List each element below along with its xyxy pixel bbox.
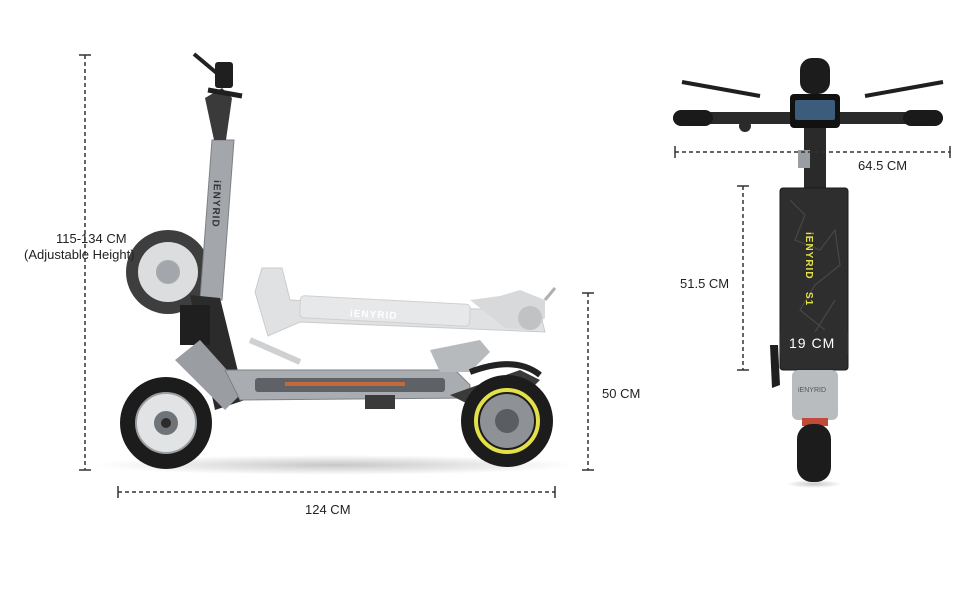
deck-width-label: 19 CM bbox=[789, 335, 836, 351]
dimension-ticks bbox=[79, 54, 951, 498]
height-label-line2: (Adjustable Height) bbox=[24, 247, 135, 262]
folded-wheel bbox=[126, 230, 210, 314]
height-label: 115-134 CM (Adjustable Height) bbox=[24, 231, 135, 263]
steering-stem: iENYRID bbox=[192, 52, 243, 301]
height-label-line1: 115-134 CM bbox=[55, 231, 127, 246]
rear-wheel bbox=[461, 375, 553, 467]
ghost-brand-text: iENYRID bbox=[350, 308, 398, 321]
front-stem bbox=[804, 128, 826, 188]
deck-model-text: S1 bbox=[803, 292, 814, 306]
folded-height-label: 50 CM bbox=[602, 386, 641, 401]
handlebar-width-label: 64.5 CM bbox=[858, 158, 908, 173]
tail-light bbox=[802, 418, 828, 426]
deck-brand-text: iENYRID bbox=[803, 232, 814, 280]
rear-wheel-accent-ring bbox=[474, 388, 540, 454]
side-view-scooter: iENYRID iENYRID bbox=[95, 52, 575, 475]
rear-fender bbox=[792, 370, 838, 420]
deck bbox=[224, 369, 471, 409]
handlebar bbox=[673, 80, 944, 132]
fender-brand-text: iENYRID bbox=[798, 387, 826, 394]
rear-wheel-front-view bbox=[797, 424, 831, 482]
kickstand bbox=[770, 345, 780, 388]
display-unit bbox=[215, 62, 233, 88]
ground-shadow bbox=[95, 455, 575, 475]
deck-width-box bbox=[780, 332, 848, 354]
front-view-scooter: iENYRID S1 iENYRID bbox=[673, 58, 944, 488]
front-wheel-top bbox=[800, 58, 830, 94]
length-label: 124 CM bbox=[305, 502, 351, 517]
stem-brand-text: iENYRID bbox=[209, 180, 222, 228]
dimension-lines bbox=[84, 55, 950, 493]
deck-length-label: 51.5 CM bbox=[680, 276, 730, 291]
folded-scooter-ghost: iENYRID bbox=[248, 267, 557, 365]
front-wheel bbox=[120, 377, 212, 469]
